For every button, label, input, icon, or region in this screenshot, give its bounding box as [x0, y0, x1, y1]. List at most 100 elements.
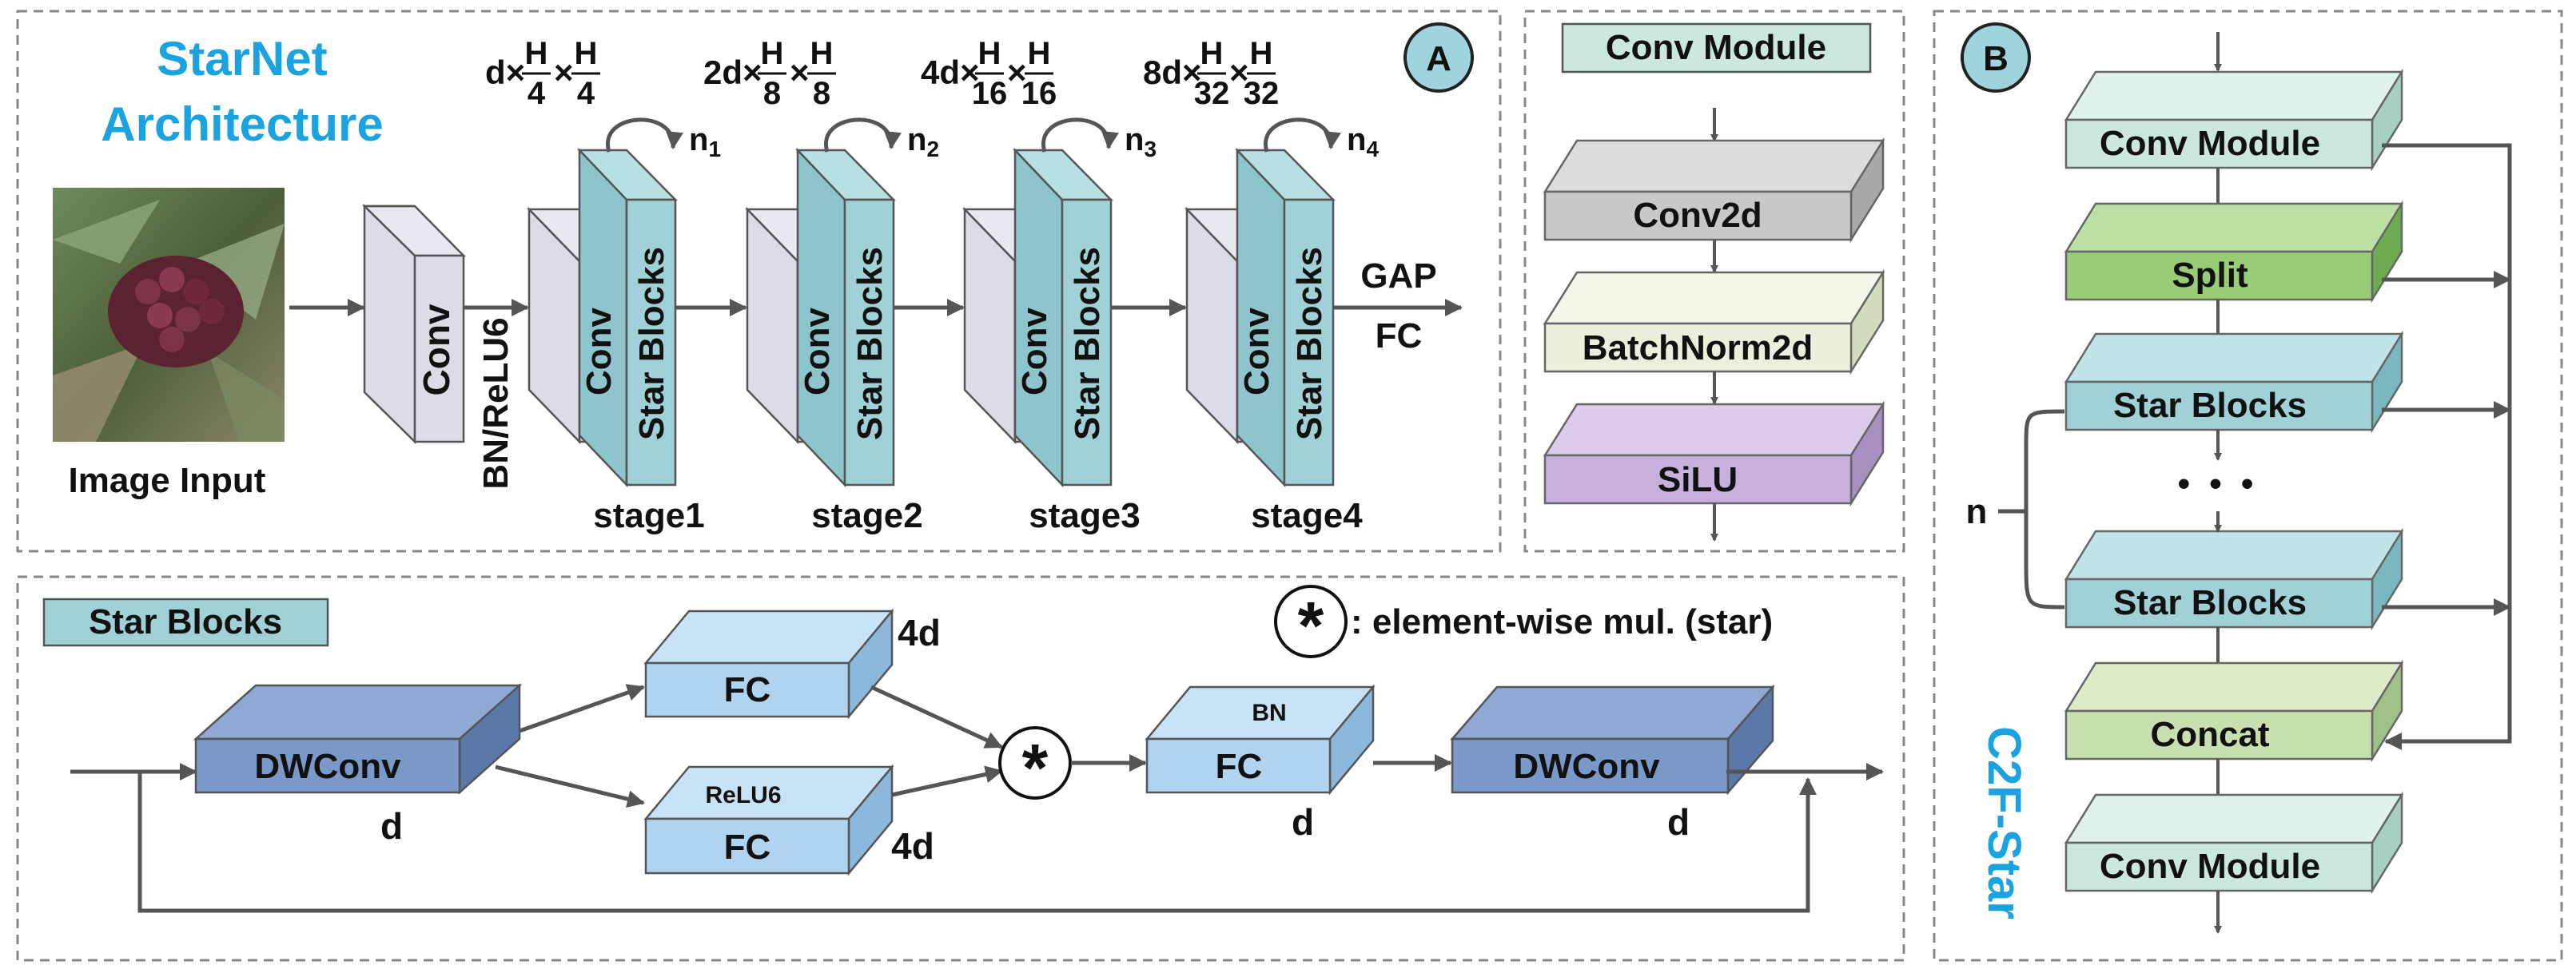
- conv-module-panel: Conv Module Conv2d BatchNorm2d SiLU: [1543, 22, 1885, 542]
- stage1-dim-prefix: d×: [485, 54, 525, 91]
- stage3-w-num: H: [1028, 36, 1051, 71]
- arrow-to-fc-top: [519, 684, 645, 733]
- star-blocks-title-box: [42, 598, 329, 647]
- fc-out-block: [1145, 684, 1376, 796]
- star-blocks-title: Star Blocks: [89, 602, 282, 641]
- bn-relu-label: BN/ReLU6: [476, 317, 516, 489]
- stage4-h-num: H: [1200, 36, 1224, 71]
- badge-b-label: B: [1983, 39, 2009, 78]
- b-split-label: Split: [2172, 256, 2248, 295]
- stage4-h-den: 32: [1194, 76, 1230, 111]
- stage2-conv-label: Conv: [798, 307, 837, 395]
- panel-star-blocks-frame: [16, 575, 1905, 962]
- n-bracket: [2024, 409, 2065, 610]
- stage1-label: stage1: [593, 496, 704, 535]
- gap-label: GAP: [1360, 256, 1436, 296]
- stage4-times: ×: [1229, 54, 1249, 91]
- stage3-times: ×: [1007, 54, 1027, 91]
- b-concat-block: [2064, 659, 2404, 763]
- b-star-blocks-2-label: Star Blocks: [2113, 583, 2307, 622]
- starnet-title-line2: Architecture: [101, 97, 383, 151]
- n-label: n: [1966, 492, 1988, 531]
- conv2d-label: Conv2d: [1633, 196, 1762, 235]
- stage2-blocks-label: Star Blocks: [850, 247, 890, 440]
- stage3-repeat-label: n3: [1125, 122, 1157, 161]
- b-concat-label: Concat: [2150, 715, 2269, 754]
- stage4-blocks-label: Star Blocks: [1290, 247, 1329, 440]
- stage1-blocks-label: Star Blocks: [632, 247, 671, 440]
- dwconv1-label: DWConv: [254, 747, 401, 786]
- panel-conv-module-frame: [1523, 10, 1905, 553]
- first-conv-block: [361, 204, 466, 444]
- stage2-times: ×: [790, 54, 810, 91]
- dwconv2-label: DWConv: [1513, 747, 1660, 786]
- batchnorm-layer: [1543, 268, 1885, 375]
- arrow-fc-top-to-star: [870, 685, 1003, 749]
- fc-out-norm: BN: [1252, 700, 1286, 726]
- fc-bottom-dim: 4d: [891, 825, 934, 867]
- stage1-h-den: 4: [528, 76, 546, 111]
- legend-star-symbol: *: [1298, 588, 1324, 663]
- fc-bottom-block: [643, 764, 894, 876]
- stage2-h-num: H: [761, 36, 784, 71]
- stage1-block: [527, 147, 678, 488]
- conv-module-title: Conv Module: [1606, 28, 1826, 67]
- stage3-blocks-label: Star Blocks: [1068, 247, 1107, 440]
- fc-label: FC: [1376, 316, 1423, 355]
- stage2-loop-arrow: [823, 117, 902, 153]
- stage4-label: stage4: [1251, 496, 1363, 535]
- stage3-h-den: 16: [972, 76, 1008, 111]
- stage3-h-num: H: [978, 36, 1001, 71]
- b-conv-module-2-block: [2064, 791, 2404, 895]
- image-input-photo: [53, 188, 285, 442]
- stage1-conv-label: Conv: [579, 307, 619, 395]
- b-star-blocks-1-block: [2064, 330, 2404, 434]
- conv2d-layer: [1543, 137, 1885, 244]
- badge-b: [1961, 22, 2031, 93]
- dwconv1-dim: d: [380, 805, 403, 847]
- star-op-circle: [998, 726, 1072, 800]
- stage3-conv-label: Conv: [1015, 307, 1054, 395]
- stage1-h-num: H: [525, 36, 548, 71]
- panel-a: A StarNet Architecture Image Input: [53, 22, 1474, 535]
- dwconv2-block: [1450, 684, 1775, 796]
- fc-top-dim: 4d: [898, 612, 941, 653]
- badge-a-label: A: [1426, 39, 1451, 78]
- stage3-loop-arrow: [1041, 117, 1119, 153]
- b-split-block: [2064, 200, 2404, 304]
- first-conv-label: Conv: [416, 304, 457, 395]
- fc-out-dim: d: [1292, 801, 1314, 843]
- silu-label: SiLU: [1658, 460, 1738, 499]
- stage1-w-den: 4: [577, 76, 595, 111]
- b-star-blocks-2-block: [2064, 527, 2404, 631]
- stage1-times: ×: [554, 54, 574, 91]
- b-conv-module-1-block: [2064, 68, 2404, 172]
- arrow-to-fc-bottom: [495, 765, 645, 808]
- stage2-dim-prefix: 2d×: [703, 54, 762, 91]
- stage4-dim-prefix: 8d×: [1143, 54, 1202, 91]
- c2f-star-title: C2F-Star: [1978, 726, 2030, 919]
- b-star-blocks-1-label: Star Blocks: [2113, 386, 2307, 425]
- stage2-w-den: 8: [813, 76, 830, 111]
- b-conv-module-2-label: Conv Module: [2100, 847, 2320, 886]
- stage4-conv-label: Conv: [1237, 307, 1276, 395]
- stage4-loop-arrow: [1263, 117, 1341, 153]
- stage4-block: [1184, 147, 1336, 488]
- fc-out-label: FC: [1216, 747, 1263, 786]
- conv-module-to-concat-line: [2382, 143, 2512, 750]
- stage2-h-den: 8: [763, 76, 781, 111]
- stage1-loop-arrow: [605, 117, 683, 153]
- fc-bottom-activation: ReLU6: [705, 782, 781, 808]
- stage4-w-num: H: [1250, 36, 1273, 71]
- panel-b-frame: [1933, 10, 2563, 962]
- b-ellipsis: • • •: [2178, 464, 2259, 503]
- stage4-w-den: 32: [1244, 76, 1280, 111]
- stage2-w-num: H: [810, 36, 834, 71]
- stage3-w-den: 16: [1021, 76, 1057, 111]
- b-conv-module-1-label: Conv Module: [2100, 124, 2320, 163]
- stage3-dim-prefix: 4d×: [921, 54, 980, 91]
- stage1-repeat-label: n1: [689, 122, 721, 161]
- panel-a-frame: [16, 10, 1502, 553]
